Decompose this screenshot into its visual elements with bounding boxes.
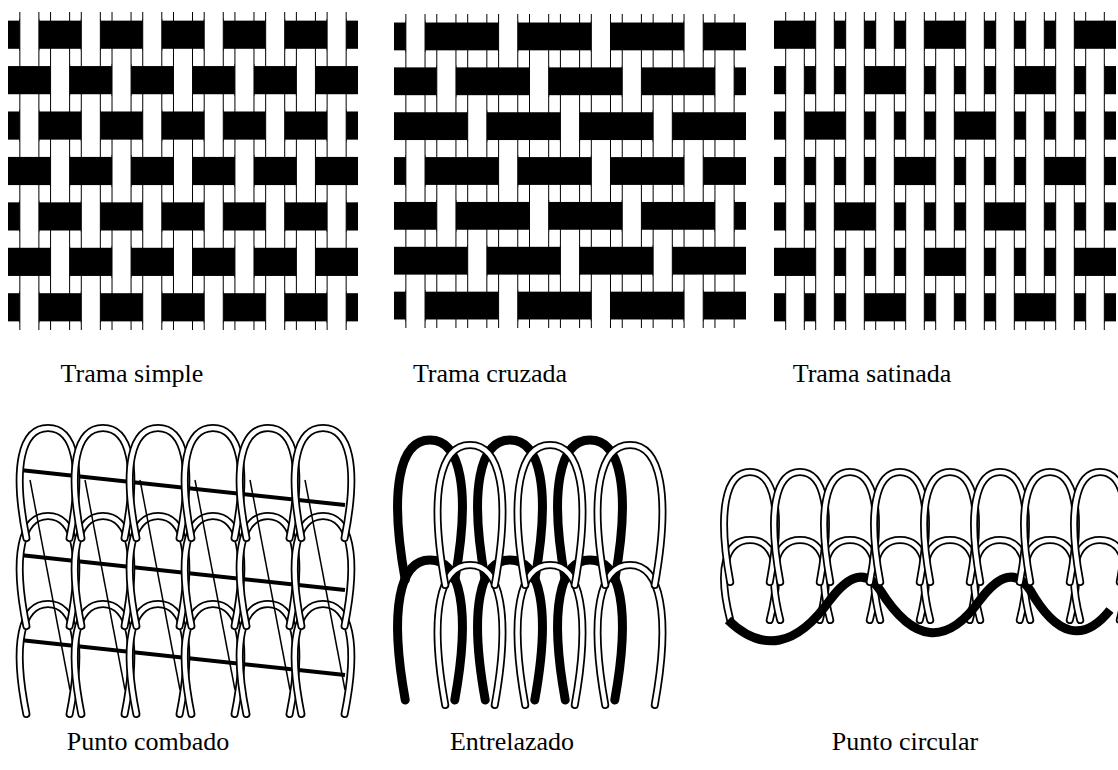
circular-knit: [724, 472, 1118, 641]
satin-weave: [774, 12, 1116, 330]
figure-caption: Punto combado: [67, 726, 230, 757]
figure-caption: Trama simple: [61, 358, 204, 389]
twill-weave: [394, 14, 746, 328]
interlock-knit: [398, 440, 663, 705]
figure-caption: Trama cruzada: [413, 358, 567, 389]
warp-knit: [20, 428, 352, 714]
plain-weave: [8, 12, 358, 330]
figure-caption: Entrelazado: [450, 726, 574, 757]
figure-caption: Trama satinada: [793, 358, 952, 389]
figure-caption: Punto circular: [832, 726, 979, 757]
